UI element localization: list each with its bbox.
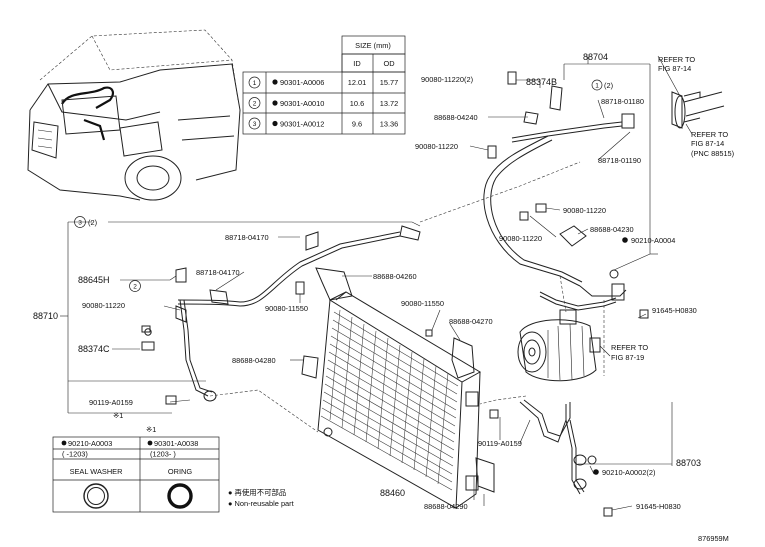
p88460: 88460 <box>380 488 405 498</box>
leader-lines <box>60 55 693 511</box>
circle1-qty: (2) <box>604 81 613 90</box>
fig-87-14-a: FIG 87-14 <box>658 64 691 73</box>
refer-to-2: REFER TO <box>691 130 728 139</box>
drawing-number: 876959M <box>698 534 729 543</box>
seal-washer-icon <box>83 483 109 509</box>
p90080-11550-a: 90080-11550 <box>265 304 308 313</box>
p90210-A0004: 90210-A0004 <box>631 236 675 245</box>
p88704: 88704 <box>583 52 608 62</box>
p88374B: 88374B <box>526 77 557 87</box>
p88374C: 88374C <box>78 344 110 354</box>
p90080-11220-2: 90080-11220(2) <box>421 75 473 84</box>
legend: ※1 90210-A0003 90301-A0038 ( -1203) (120… <box>52 425 294 513</box>
p88718-04170-b: 88718-04170 <box>196 268 240 277</box>
p88688-04290: 88688-04290 <box>424 502 468 511</box>
p88718-01190: 88718-01190 <box>598 156 641 165</box>
callout-3: 3 <box>78 220 82 227</box>
p90080-11220-a: 90080-11220 <box>415 142 458 151</box>
callout-1: 1 <box>595 83 599 90</box>
col-od-header: OD <box>383 59 394 68</box>
row2-od: 13.72 <box>380 99 399 108</box>
condenser: 88460 <box>317 291 482 509</box>
refer-to-3: REFER TO <box>611 343 648 352</box>
brackets <box>141 71 725 517</box>
p88645H: 88645H <box>78 275 110 285</box>
row2-num: 2 <box>253 101 257 108</box>
size-table: SIZE (mm) ID OD 1 90301-A0006 12.01 15.7… <box>242 35 406 135</box>
nonreuse-en: ● Non-reusable part <box>228 499 294 508</box>
compressor <box>517 309 601 382</box>
row3-id: 9.6 <box>352 120 362 129</box>
p88688-04260: 88688-04260 <box>373 272 417 281</box>
circle3-qty: (2) <box>88 218 97 227</box>
refer-to-1: REFER TO <box>658 55 695 64</box>
p88688-04240: 88688-04240 <box>434 113 478 122</box>
p91645-H0830-a: 91645-H0830 <box>652 306 697 315</box>
p88703: 88703 <box>676 458 701 468</box>
oring-part: 90301-A0038 <box>154 439 198 448</box>
fig-87-19: FIG 87-19 <box>611 353 644 362</box>
oring-icon <box>167 483 193 509</box>
row2-id: 10.6 <box>350 99 364 108</box>
seal-name: SEAL WASHER <box>70 467 123 476</box>
p90210-A0002-2: 90210-A0002(2) <box>602 468 655 477</box>
note-x1: ※1 <box>113 411 123 420</box>
row3-num: 3 <box>253 121 257 128</box>
p90119-A0159-a: 90119-A0159 <box>89 398 133 407</box>
vehicle-illustration <box>27 29 241 201</box>
p88718-01180: 88718-01180 <box>601 97 644 106</box>
legend-note: ※1 <box>146 425 156 434</box>
seal-part: 90210-A0003 <box>68 439 112 448</box>
row3-od: 13.36 <box>380 120 399 129</box>
p88688-04270: 88688-04270 <box>449 317 493 326</box>
p88688-04280: 88688-04280 <box>232 356 276 365</box>
row3-part: 90301-A0012 <box>280 120 324 129</box>
seal-range: ( -1203) <box>62 450 88 459</box>
part-labels: 88704 90080-11220(2) 88374B 1 (2) 88718-… <box>33 52 734 543</box>
row1-od: 15.77 <box>380 78 399 87</box>
size-header: SIZE (mm) <box>355 41 391 50</box>
p88718-04170-a: 88718-04170 <box>225 233 269 242</box>
pnc-88515: (PNC 88515) <box>691 149 734 158</box>
p90119-A0159-b: 90119-A0159 <box>478 439 522 448</box>
p88710: 88710 <box>33 311 58 321</box>
p91645-H0830-b: 91645-H0830 <box>636 502 681 511</box>
row1-part: 90301-A0006 <box>280 78 324 87</box>
p90080-11220-d: 90080-11220 <box>82 301 125 310</box>
col-id-header: ID <box>353 59 360 68</box>
p90080-11550-b: 90080-11550 <box>401 299 444 308</box>
nonreuse-jp: ● 再使用不可部品 <box>228 488 286 497</box>
row1-id: 12.01 <box>348 78 367 87</box>
pipes <box>177 113 635 495</box>
fig-87-14-b: FIG 87-14 <box>691 139 724 148</box>
oring-name: ORING <box>168 467 192 476</box>
row2-part: 90301-A0010 <box>280 99 324 108</box>
row1-num: 1 <box>253 80 257 87</box>
oring-range: (1203- ) <box>150 450 176 459</box>
callout-2: 2 <box>133 284 137 291</box>
p90080-11220-b: 90080-11220 <box>563 206 606 215</box>
p90080-11220-c: 90080-11220 <box>499 234 542 243</box>
p88688-04230: 88688-04230 <box>590 225 634 234</box>
